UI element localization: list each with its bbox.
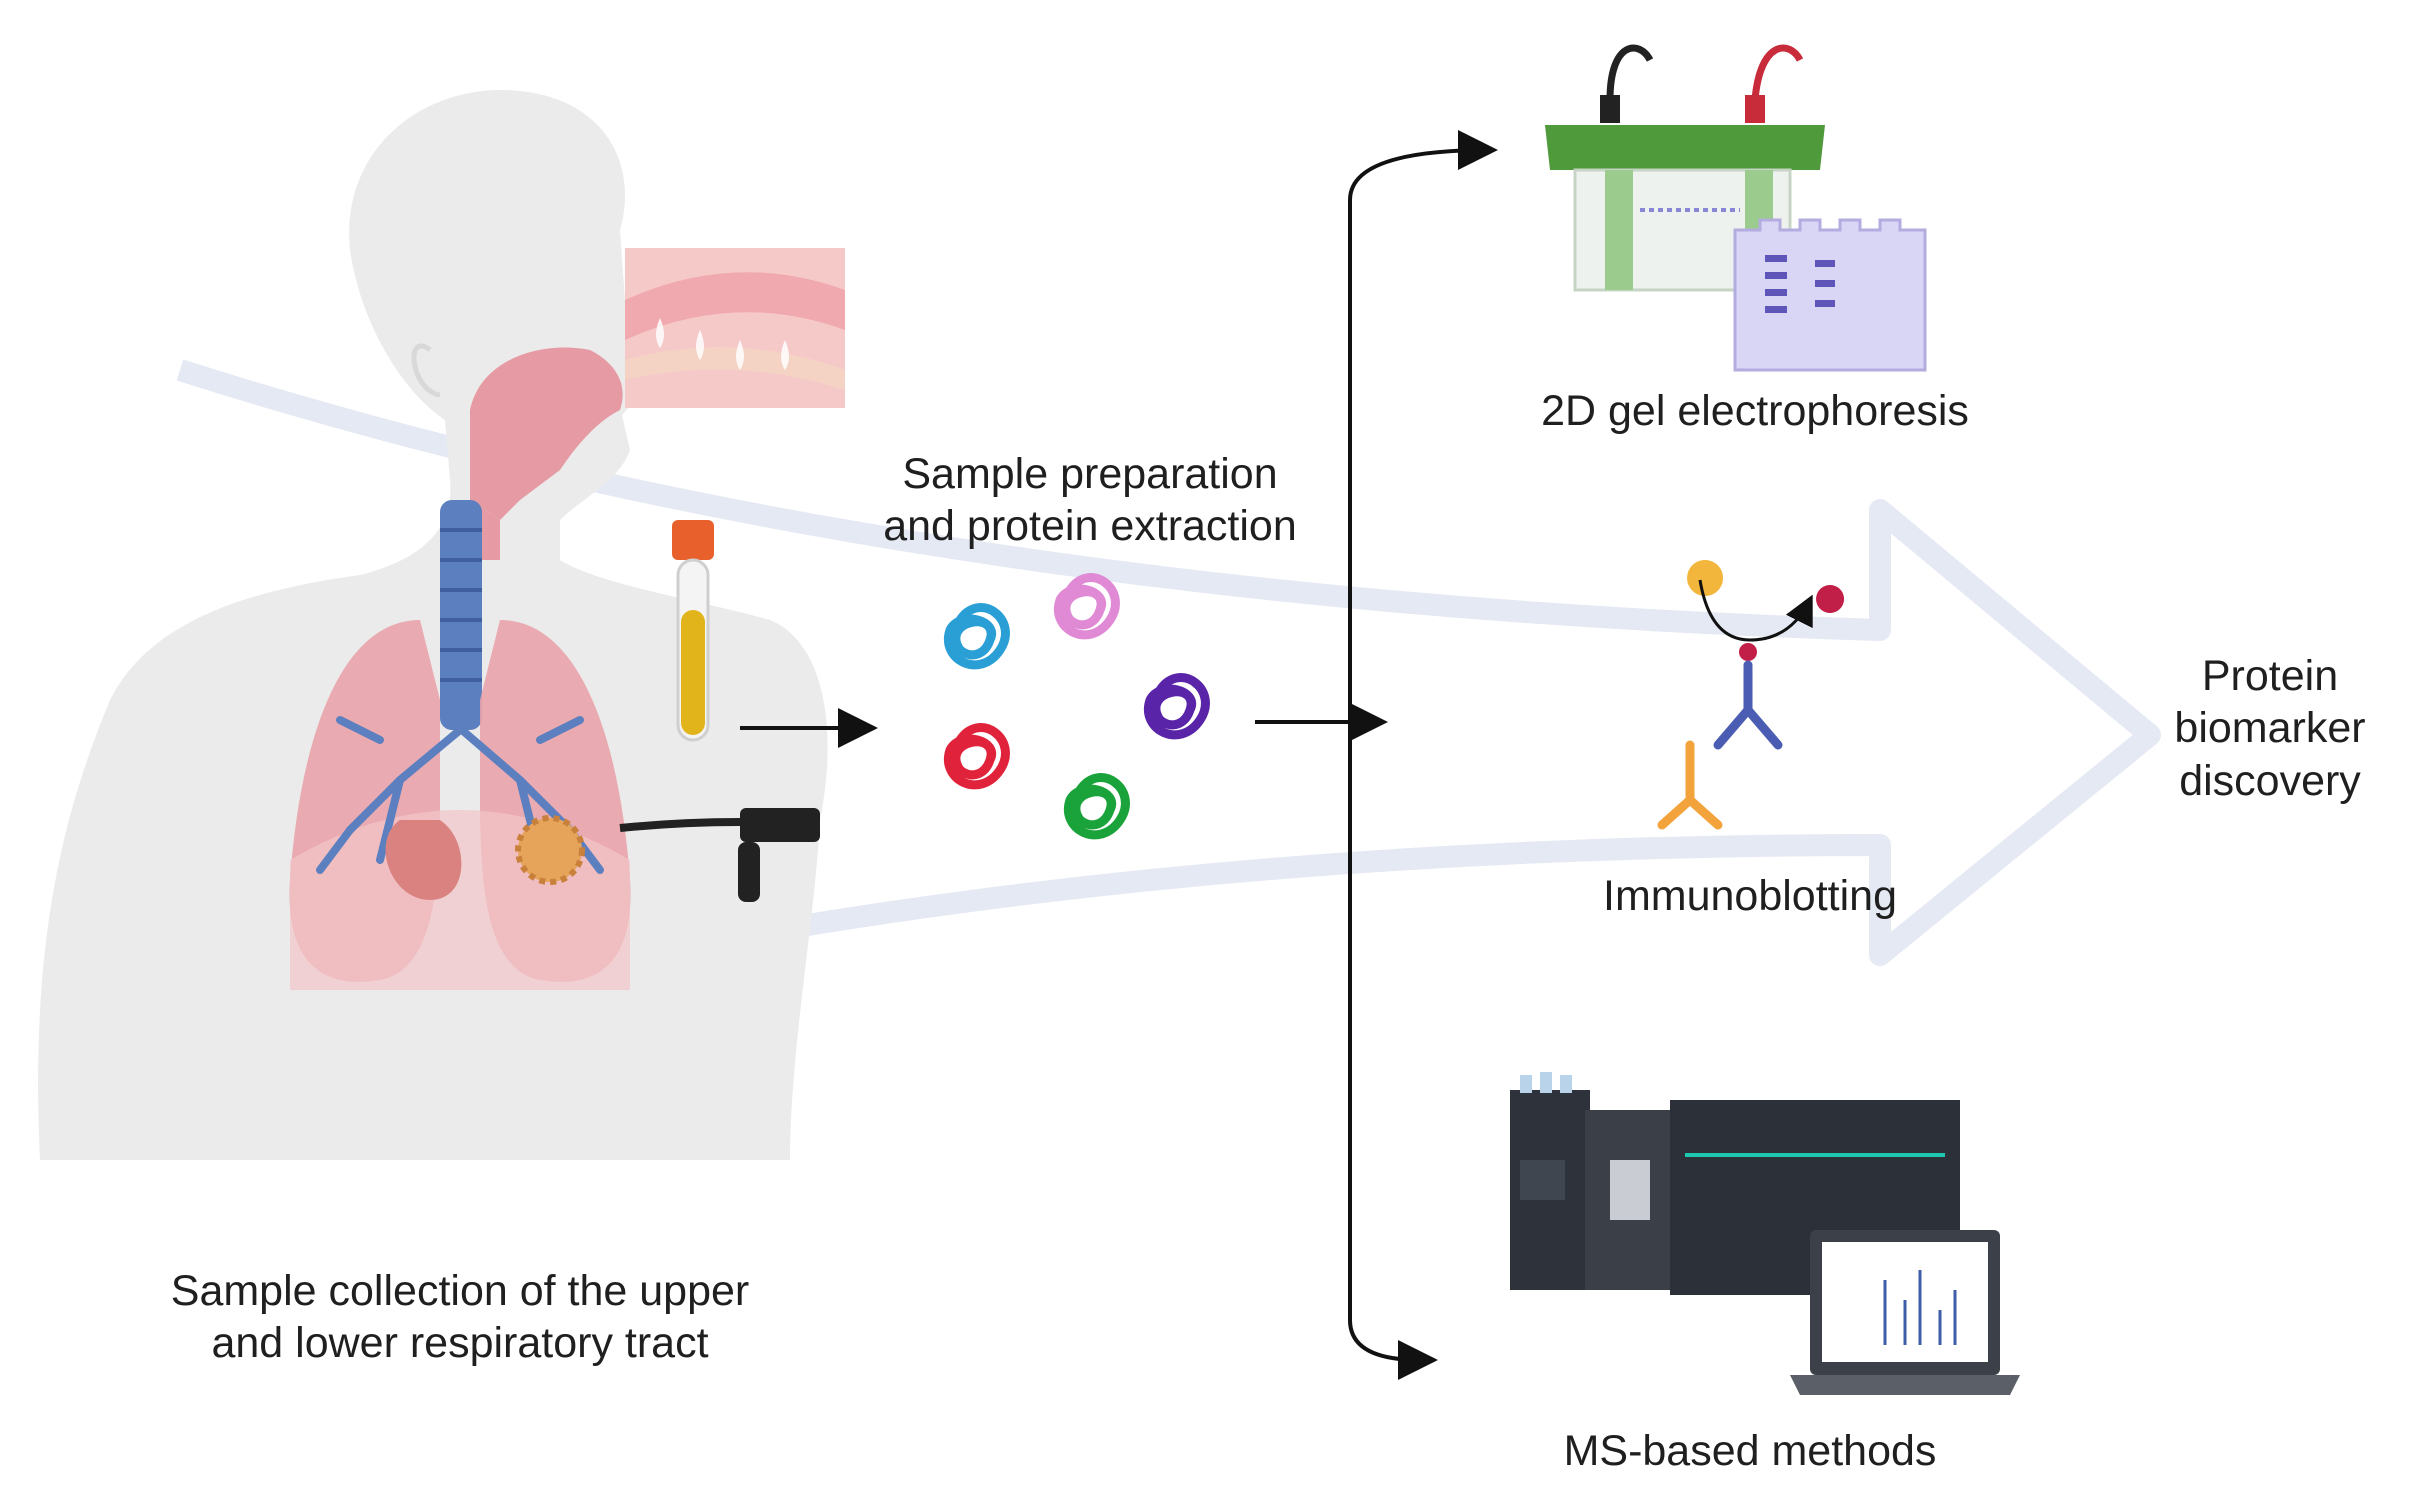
gel-electrophoresis-label: 2D gel electrophoresis	[1541, 387, 1969, 435]
collection-line-1: Sample collection of the upper	[170, 1267, 750, 1315]
preparation-line-2: and protein extraction	[883, 502, 1297, 551]
ms-methods-label: MS-based methods	[1563, 1427, 1937, 1475]
protein-coils-icon	[943, 573, 1210, 840]
sample-tube-icon	[672, 520, 714, 742]
laptop-spectrum-icon	[1790, 1230, 2020, 1395]
branch-bracket	[1348, 130, 1498, 1380]
sample-preparation-label: Sample preparation and protein extractio…	[820, 448, 1360, 553]
big-flow-arrow-icon	[176, 359, 2161, 966]
preparation-line-1: Sample preparation	[902, 450, 1278, 498]
sample-collection-label: Sample collection of the upper and lower…	[120, 1265, 800, 1370]
antibody-icon	[1657, 560, 1845, 830]
gel-plate-icon	[1733, 218, 1927, 372]
nasal-mucosa-inset-icon	[625, 248, 845, 408]
bronchoscope-icon	[619, 808, 820, 902]
protein-biomarker-discovery-label: Protein biomarker discovery	[2174, 652, 2366, 805]
collection-line-2: and lower respiratory tract	[211, 1319, 709, 1368]
immunoblotting-label: Immunoblotting	[1603, 872, 1897, 920]
